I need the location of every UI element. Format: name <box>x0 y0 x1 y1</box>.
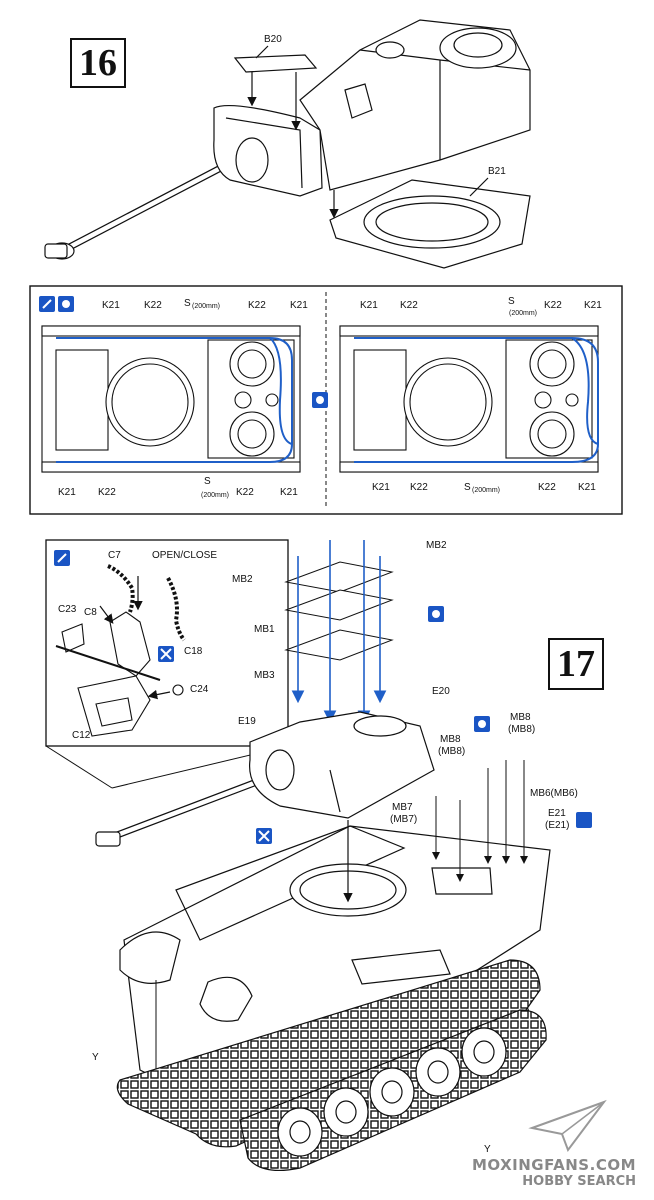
label-b21: B21 <box>488 166 506 177</box>
label-k21: K21 <box>280 487 298 498</box>
label-mb2: MB2 <box>426 540 447 551</box>
label-c8: C8 <box>84 607 97 618</box>
label-s: S <box>204 476 211 487</box>
label-k22: K22 <box>410 482 428 493</box>
do-not-glue-icon <box>158 646 174 662</box>
label-e19: E19 <box>238 716 256 727</box>
label-y: Y <box>484 1144 491 1155</box>
step16-arrows <box>247 45 489 219</box>
hull-top-right-cable <box>354 337 599 463</box>
label-c12: C12 <box>72 730 91 741</box>
step-ref-icon <box>576 812 592 828</box>
hull-top-left-cable <box>56 337 293 463</box>
watermark-site: MOXINGFANS.COM <box>471 1156 636 1174</box>
label-k21: K21 <box>360 300 378 311</box>
repeat-icon-2 <box>474 716 490 732</box>
label-k22: K22 <box>538 482 556 493</box>
step-number-17: 17 <box>548 638 604 690</box>
step17-hull <box>119 820 551 1101</box>
label-open-close: OPEN/CLOSE <box>152 550 218 561</box>
label-k21: K21 <box>290 300 308 311</box>
do-not-glue-icon-2 <box>256 828 272 844</box>
label-e21-alt: (E21) <box>545 820 570 831</box>
label-c18: C18 <box>184 646 203 657</box>
label-k22: K22 <box>400 300 418 311</box>
paint-icon <box>54 550 70 566</box>
step17-turret <box>95 711 435 847</box>
label-k22: K22 <box>544 300 562 311</box>
label-s: S <box>184 298 191 309</box>
label-mb6: MB6(MB6) <box>530 788 578 799</box>
watermark-brand: HOBBY SEARCH <box>522 1174 636 1189</box>
cement-icon <box>39 296 55 312</box>
label-mb8-alt: (MB8) <box>438 746 466 757</box>
step-number-16: 16 <box>70 38 126 88</box>
label-k21: K21 <box>58 487 76 498</box>
label-mb3: MB3 <box>254 670 275 681</box>
bend-icon <box>312 392 328 408</box>
label-s: S <box>508 296 515 307</box>
repeat-icon <box>428 606 444 622</box>
tracks-and-wheels <box>116 959 547 1171</box>
label-e21: E21 <box>548 808 566 819</box>
label-k22: K22 <box>98 487 116 498</box>
hull-top-left <box>41 325 301 473</box>
label-mb8: MB8 <box>510 712 531 723</box>
inset-c-parts <box>45 539 289 789</box>
step16-turret-assembly <box>44 19 531 269</box>
label-e20: E20 <box>432 686 450 697</box>
hull-top-right <box>339 325 599 473</box>
label-mb8: MB8 <box>440 734 461 745</box>
label-c24: C24 <box>190 684 209 695</box>
label-k22: K22 <box>236 487 254 498</box>
label-s-length: (200mm) <box>201 492 230 499</box>
label-y: Y <box>92 1052 99 1063</box>
label-c23: C23 <box>58 604 77 615</box>
step17-engine-arrows <box>432 760 528 882</box>
inset-parts-drawing <box>55 564 186 737</box>
label-s-length: (200mm) <box>192 303 221 310</box>
label-k21: K21 <box>102 300 120 311</box>
label-c7: C7 <box>108 550 121 561</box>
label-mb2: MB2 <box>232 574 253 585</box>
label-mb1: MB1 <box>254 624 275 635</box>
periscope-arrows <box>291 540 387 724</box>
label-b20: B20 <box>264 34 282 45</box>
label-k21: K21 <box>372 482 390 493</box>
label-mb7-alt: (MB7) <box>390 814 418 825</box>
inset-arrows <box>99 576 171 700</box>
label-mb8-alt: (MB8) <box>508 724 536 735</box>
label-k22: K22 <box>248 300 266 311</box>
label-mb7: MB7 <box>392 802 413 813</box>
paper-plane-logo-icon <box>528 1099 607 1153</box>
label-s-length: (200mm) <box>509 310 538 317</box>
glue-icon <box>58 296 74 312</box>
label-s-length: (200mm) <box>472 487 501 494</box>
label-k21: K21 <box>584 300 602 311</box>
label-k22: K22 <box>144 300 162 311</box>
label-s: S <box>464 482 471 493</box>
label-k21: K21 <box>578 482 596 493</box>
periscope-plates <box>284 561 394 661</box>
